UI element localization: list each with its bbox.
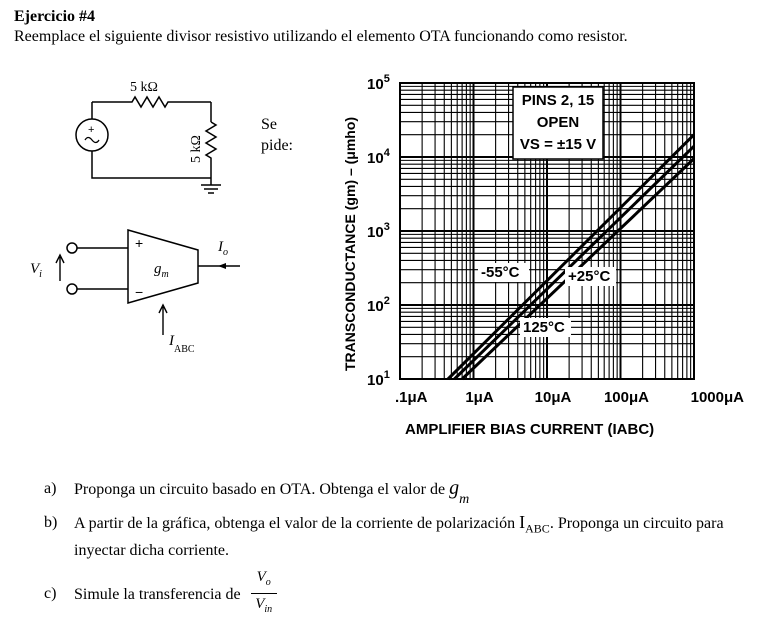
annotation-line: OPEN <box>537 114 580 131</box>
series-label: 125°C <box>523 319 565 336</box>
y-tick-label: 104 <box>367 147 391 167</box>
question-a: a) Proponga un circuito basado en OTA. O… <box>30 477 750 508</box>
x-axis-label: AMPLIFIER BIAS CURRENT (IABC) <box>405 421 654 438</box>
series-label-bg <box>520 318 571 337</box>
terminal-bottom <box>66 283 78 295</box>
ota-plus: + <box>135 235 143 251</box>
gm-label: gm <box>154 261 169 280</box>
chart-series <box>446 133 696 381</box>
series-line <box>453 145 696 381</box>
iabc-label: IABC <box>168 333 195 355</box>
questions-list: a) Proponga un circuito basado en OTA. O… <box>30 478 750 626</box>
transconductance-chart: 105 104 103 102 101 .1μA 1μA 10μA 100μA 1000μA T… <box>342 73 744 438</box>
plot-frame <box>399 82 695 380</box>
x-tick-label: .1μA <box>395 389 428 406</box>
annotation-line: PINS 2, 15 <box>522 92 595 109</box>
series-label-bg <box>565 267 616 286</box>
y-tick-label: 105 <box>367 73 390 93</box>
io-label: Io <box>217 239 228 258</box>
exercise-title: Ejercicio #4 <box>14 8 96 25</box>
series-labels: -55°C +25°C 125°C <box>478 263 616 337</box>
divider-circuit: 5 kΩ 5 kΩ + <box>75 80 221 194</box>
question-letter: a) <box>44 480 57 497</box>
question-letter: c) <box>44 584 57 602</box>
annotation-line: VS = ±15 V <box>520 136 596 153</box>
ac-source-icon <box>75 118 109 152</box>
question-letter: b) <box>44 514 58 531</box>
series-label: -55°C <box>481 264 520 281</box>
ota-symbol: Vi + − gm Io IABC <box>30 229 240 355</box>
sine-icon <box>84 136 100 144</box>
vi-label: Vi <box>30 261 42 280</box>
question-text: A partir de la gráfica, obtenga el valor… <box>74 515 520 532</box>
ota-minus: − <box>135 284 143 300</box>
exercise-intro: Reemplace el siguiente divisor resistivo… <box>14 28 628 45</box>
resistor-top <box>92 95 211 109</box>
y-tick-labels: 105 104 103 102 101 <box>367 73 391 389</box>
ground-icon <box>201 184 221 194</box>
ota-body <box>127 229 199 304</box>
annotation-box-bg <box>512 86 604 160</box>
iabc-wire <box>158 303 168 335</box>
vi-arrow-icon <box>55 253 65 281</box>
question-text: Proponga un circuito basado en OTA. Obte… <box>74 481 450 498</box>
terminal-top <box>66 242 78 254</box>
x-tick-labels: .1μA 1μA 10μA 100μA 1000μA <box>395 389 744 406</box>
x-tick-label: 10μA <box>535 389 572 406</box>
output-arrow-icon <box>218 263 226 269</box>
source-plus-icon: + <box>88 124 94 136</box>
series-line <box>446 133 696 381</box>
se-pide-line2: pide: <box>261 137 293 154</box>
question-b: b) A partir de la gráfica, obtenga el va… <box>30 512 750 561</box>
y-tick-label: 102 <box>367 295 390 315</box>
y-axis-label: TRANSCONDUCTANCE (gm) – (μmho) <box>342 117 358 371</box>
x-tick-label: 1μA <box>465 389 494 406</box>
resistor-top-label: 5 kΩ <box>130 80 158 95</box>
resistor-side-label: 5 kΩ <box>189 135 204 163</box>
x-tick-label: 1000μA <box>691 389 745 406</box>
gm-symbol: gm <box>449 477 470 508</box>
divider-wires <box>91 102 212 185</box>
y-tick-label: 103 <box>367 221 390 241</box>
question-text-end: . Proponga un circuito para inyectar dic… <box>74 515 724 559</box>
series-label: +25°C <box>568 268 610 285</box>
iabc-symbol: IABC <box>519 512 550 536</box>
resistor-side <box>204 121 218 163</box>
se-pide-line1: Se <box>261 116 277 133</box>
series-label-bg <box>478 263 529 282</box>
se-pide-label: Se pide: <box>261 114 293 156</box>
annotation-box: PINS 2, 15 OPEN VS = ±15 V <box>512 86 604 160</box>
chart-grid <box>399 83 694 380</box>
question-text: Simule la transferencia de <box>74 585 245 603</box>
y-tick-label: 101 <box>367 369 390 389</box>
x-tick-label: 100μA <box>604 389 649 406</box>
